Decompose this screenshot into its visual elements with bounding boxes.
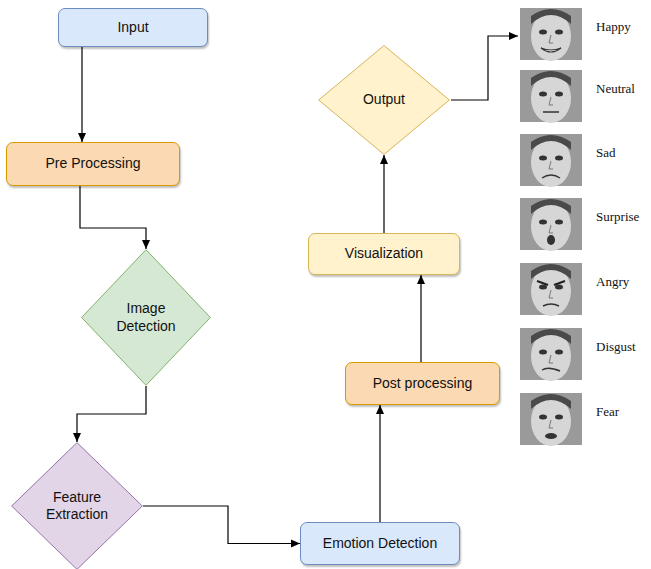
diamond-outline <box>11 442 143 569</box>
fear-face <box>520 393 582 446</box>
process-box: Pre Processing <box>6 142 180 186</box>
emotion-label: Angry <box>596 274 629 290</box>
diamond-shape <box>12 443 143 569</box>
flow-arrow <box>81 47 82 142</box>
sad-face <box>520 134 582 187</box>
flow-arrow <box>379 405 380 522</box>
output-arrow <box>451 36 518 100</box>
node-label: Pre Processing <box>46 155 141 173</box>
node-label: Input <box>117 19 148 37</box>
node-label: Feature Extraction <box>39 489 115 524</box>
node-text: Output <box>363 91 405 109</box>
process-box: Emotion Detection <box>300 522 460 565</box>
node-text: Image Detection <box>108 300 185 335</box>
node-text: Input <box>117 19 148 37</box>
flow-arrow <box>420 275 421 362</box>
process-box: Visualization <box>308 233 460 275</box>
decision-diamond: Output <box>318 45 450 155</box>
happy-face <box>520 8 582 61</box>
disgust-face <box>520 328 582 381</box>
decision-diamond: Feature Extraction <box>11 442 143 569</box>
input-box: Input <box>58 8 208 47</box>
node-text: Visualization <box>345 245 423 263</box>
node-text: Feature Extraction <box>39 489 115 524</box>
node-text: Emotion Detection <box>323 535 437 553</box>
diamond-shape <box>319 46 450 155</box>
emotion-label: Sad <box>596 145 616 161</box>
decision-diamond: Image Detection <box>81 249 211 386</box>
angry-face <box>520 263 582 316</box>
emotion-label: Surprise <box>596 209 639 225</box>
node-label: Emotion Detection <box>323 535 437 553</box>
node-label: Visualization <box>345 245 423 263</box>
diamond-shape <box>82 250 211 386</box>
emotion-label: Disgust <box>596 339 636 355</box>
emotion-label: Neutral <box>596 81 635 97</box>
node-label: Output <box>363 91 405 109</box>
process-box: Post processing <box>345 362 500 405</box>
emotion-label: Fear <box>596 404 619 420</box>
emotion-label: Happy <box>596 19 631 35</box>
flow-arrow <box>77 386 146 442</box>
neutral-face <box>520 70 582 123</box>
flow-arrow <box>80 186 146 249</box>
surprise-face <box>520 198 582 251</box>
node-text: Post processing <box>373 375 473 393</box>
flow-arrow <box>143 506 300 544</box>
flow-arrow <box>383 155 384 233</box>
node-label: Post processing <box>373 375 473 393</box>
node-label: Image Detection <box>108 300 185 335</box>
node-text: Pre Processing <box>46 155 141 173</box>
